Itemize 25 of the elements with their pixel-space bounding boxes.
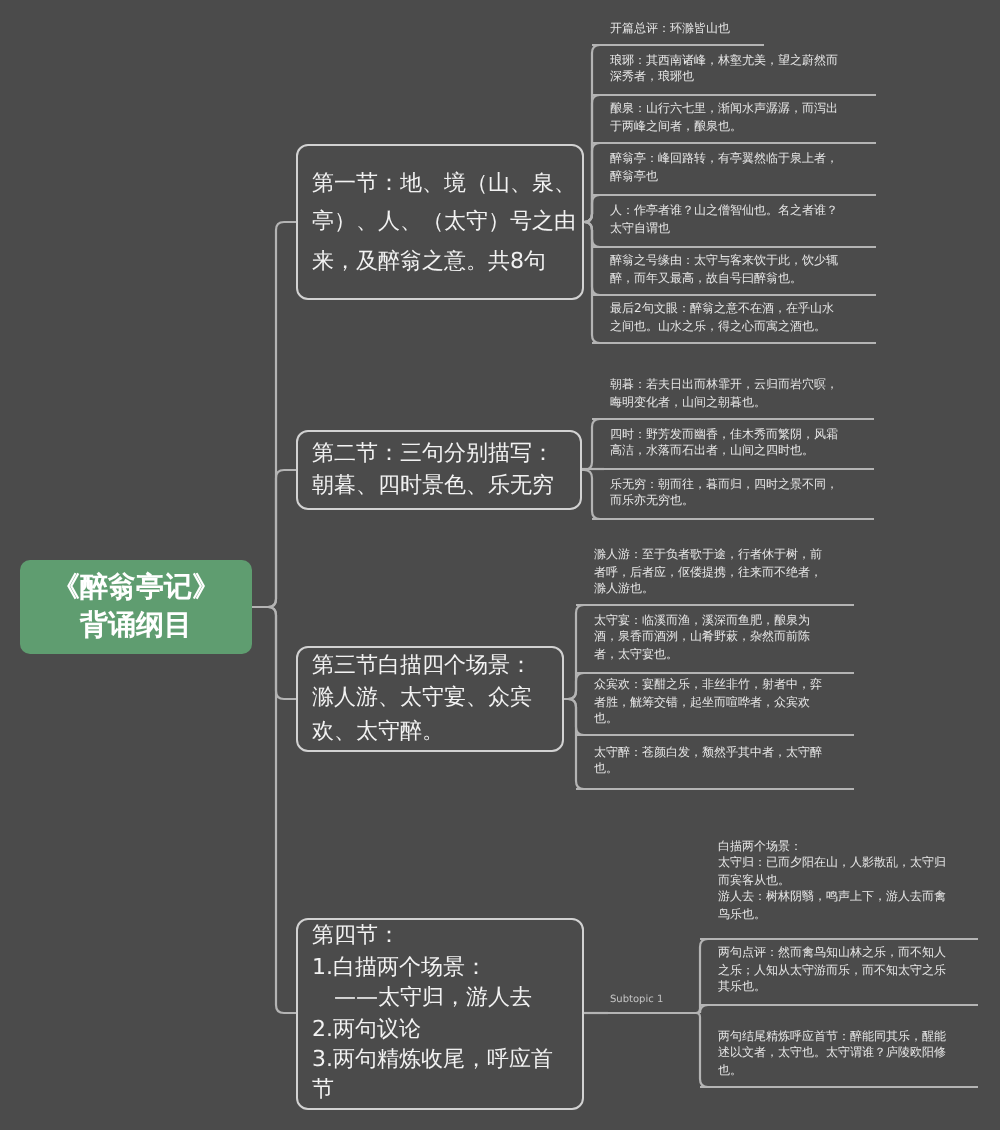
central-topic-text: 《醉翁亭记》背诵纲目: [50, 569, 222, 645]
central-topic: [20, 560, 252, 654]
topic-text: ——太守归，游人去: [334, 982, 532, 1013]
topic-text: 滁人游、太守宴、众宾欢、太守醉。: [312, 682, 534, 748]
topic-text: 1.白描两个场景：: [312, 951, 487, 983]
topic-text: 3.两句精炼收尾，呼应首节: [312, 1043, 555, 1106]
topic-text: 2.两句议论: [312, 1013, 421, 1044]
subtopic: [576, 544, 854, 606]
connector-line: [252, 605, 296, 1015]
topic-box: [296, 430, 582, 510]
subtopic: [592, 296, 876, 344]
subtopic: [592, 372, 874, 420]
subtopic: [592, 18, 764, 46]
topic-text: 第一节：地、境（山、泉、亭）、人、（太守）号之由来，及醉翁之意。共8句: [312, 167, 578, 278]
topic-box: [296, 917, 584, 1109]
topic-text: 第三节白描四个场景：: [312, 649, 532, 682]
topic-text: 第四节：: [312, 920, 400, 952]
topic-text: 第二节：三句分别描写：: [312, 438, 554, 470]
topic-box: [296, 144, 584, 300]
topic-text: 朝暮、四时景色、乐无穷: [312, 470, 554, 502]
subtopic: [592, 248, 876, 296]
subtopic: [700, 940, 978, 1006]
subtopic: [576, 674, 854, 736]
subtopic: [592, 96, 876, 144]
topic-box: [296, 646, 564, 752]
